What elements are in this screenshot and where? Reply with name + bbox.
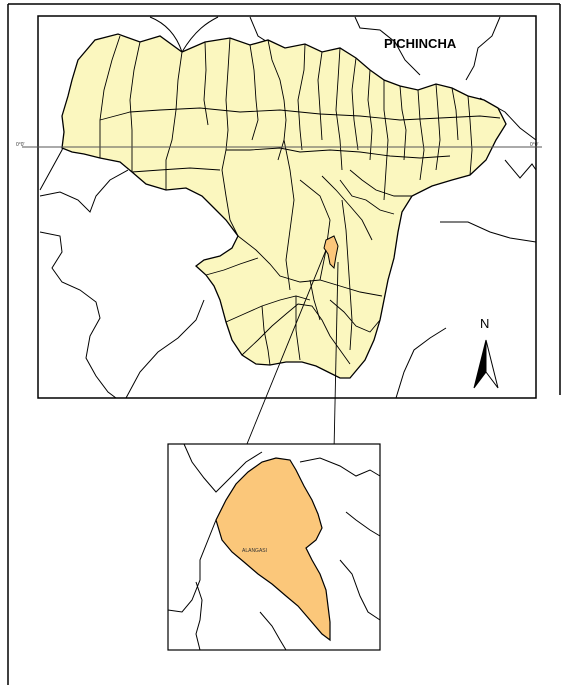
- highlighted-parish-label: ALANGASI: [242, 548, 267, 554]
- north-label: N: [480, 316, 489, 331]
- highlighted-parish-small: [323, 235, 339, 270]
- inset-map-panel: ALANGASI: [167, 443, 381, 651]
- province-pichincha: [61, 33, 507, 379]
- inset-neighbor-boundaries: [167, 443, 381, 651]
- province-name-label: PICHINCHA: [384, 36, 457, 51]
- province-outline: [61, 33, 507, 379]
- north-arrow-icon: N: [473, 316, 499, 389]
- equator-label-left: 0°0': [16, 142, 25, 148]
- main-map-panel: 0°0' 0°0' PICHINCHA N: [16, 15, 542, 399]
- highlighted-parish-large: [215, 457, 331, 642]
- parish-boundaries: [99, 35, 501, 366]
- neighbor-boundaries: [39, 16, 537, 399]
- equator-label-right: 0°0': [530, 142, 539, 148]
